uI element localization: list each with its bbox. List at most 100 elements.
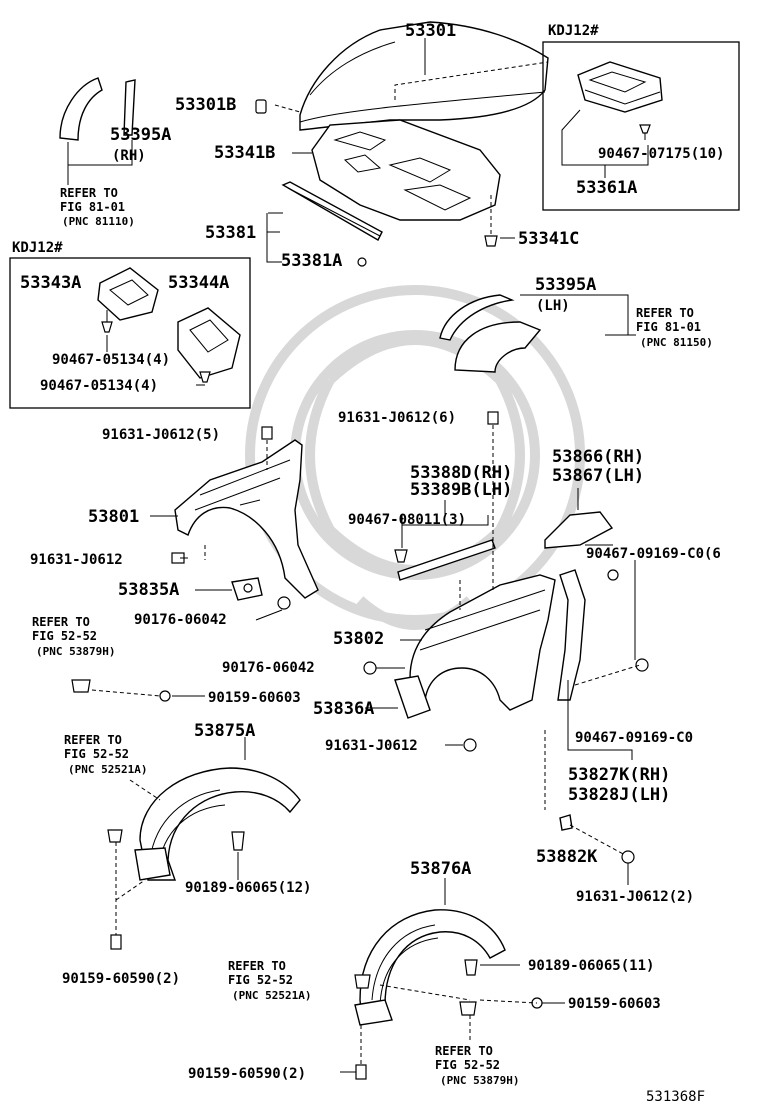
fig-52-52-a: FIG 52-52 [32, 629, 97, 643]
bolt-91631-j0612-b-icon[interactable] [463, 738, 477, 752]
label-90467-05134-a[interactable]: 90467-05134(4) [52, 352, 170, 368]
plate-53882k[interactable] [559, 814, 573, 831]
pnc-53879h-a: (PNC 53879H) [36, 645, 115, 658]
label-90159-60603-a[interactable]: 90159-60603 [208, 690, 301, 706]
label-53801[interactable]: 53801 [88, 507, 139, 527]
fig-81-01-b: FIG 81-01 [636, 320, 701, 334]
hood-53301[interactable] [299, 21, 549, 131]
clip-53341c-icon[interactable] [484, 235, 498, 247]
clip-ref-53879h-b-icon[interactable] [459, 1001, 477, 1016]
label-53341b[interactable]: 53341B [214, 143, 275, 163]
clip-53301b-icon[interactable] [255, 99, 267, 114]
label-90467-05134-b[interactable]: 90467-05134(4) [40, 378, 158, 394]
label-90159-60590-b[interactable]: 90159-60590(2) [188, 1066, 306, 1082]
label-91631-j0612-2[interactable]: 91631-J0612(2) [576, 889, 694, 905]
label-53836a[interactable]: 53836A [313, 699, 374, 719]
label-53827k[interactable]: 53827K(RH) [568, 765, 670, 785]
label-91631-j0612-b[interactable]: 91631-J0612 [325, 738, 418, 754]
figure-id: 531368F [646, 1089, 705, 1105]
clip-90467-08011-icon[interactable] [394, 549, 408, 563]
bolt-91631-j0612-6-icon[interactable] [487, 411, 499, 425]
label-91631-j0612-a[interactable]: 91631-J0612 [30, 552, 123, 568]
label-53341c[interactable]: 53341C [518, 229, 579, 249]
label-91631-j0612-6[interactable]: 91631-J0612(6) [338, 410, 456, 426]
bolt-91631-j0612-5-icon[interactable] [261, 426, 273, 440]
label-53344a[interactable]: 53344A [168, 273, 229, 293]
label-53395a-rh[interactable]: 53395A [110, 125, 171, 145]
screw-90467-05134-a-icon[interactable] [101, 321, 113, 333]
nut-90176-06042-a-icon[interactable] [277, 596, 291, 610]
kdj12-box-top-right [542, 41, 740, 211]
bolt-91631-j0612-2-icon[interactable] [621, 850, 635, 864]
label-53802[interactable]: 53802 [333, 629, 384, 649]
label-53875a[interactable]: 53875A [194, 721, 255, 741]
label-90467-08011[interactable]: 90467-08011(3) [348, 512, 466, 528]
label-53828j[interactable]: 53828J(LH) [568, 785, 670, 805]
label-90467-09169-6[interactable]: 90467-09169-C0(6 [586, 546, 721, 562]
bolt-90159-60590-b-icon[interactable] [355, 1064, 367, 1080]
label-53343a[interactable]: 53343A [20, 273, 81, 293]
pnc-53879h-b: (PNC 53879H) [440, 1074, 519, 1087]
fender-liner-53876a[interactable] [354, 909, 506, 1026]
pnc-52521a-b: (PNC 52521A) [232, 989, 311, 1002]
label-53882k[interactable]: 53882K [536, 847, 598, 867]
refer-to-52-52-d: REFER TO [435, 1044, 493, 1058]
label-53835a[interactable]: 53835A [118, 580, 179, 600]
bracket-53836a[interactable] [394, 675, 431, 719]
screw-90467-05134-b-icon[interactable] [199, 371, 211, 383]
label-90189-06065-11[interactable]: 90189-06065(11) [528, 958, 654, 974]
label-90159-60603-b[interactable]: 90159-60603 [568, 996, 661, 1012]
label-53361a[interactable]: 53361A [576, 178, 637, 198]
label-53389b[interactable]: 53389B(LH) [410, 480, 512, 500]
label-53388d[interactable]: 53388D(RH) [410, 463, 512, 483]
hood-insulator-53341b[interactable] [311, 119, 501, 221]
label-53876a[interactable]: 53876A [410, 859, 471, 879]
label-90467-09169[interactable]: 90467-09169-C0 [575, 730, 693, 746]
screw-90467-07175-icon[interactable] [639, 124, 651, 140]
label-53866[interactable]: 53866(RH) [552, 447, 644, 467]
clip-90189-06065-11-icon[interactable] [464, 959, 478, 976]
fender-53801[interactable] [174, 439, 319, 599]
label-90189-06065-12[interactable]: 90189-06065(12) [185, 880, 311, 896]
clip-90189-06065-12-icon[interactable] [231, 831, 245, 851]
label-91631-j0612-5[interactable]: 91631-J0612(5) [102, 427, 220, 443]
clip-90159-60603-a-icon[interactable] [159, 690, 171, 702]
bracket-53343a[interactable] [97, 267, 159, 321]
fender-liner-53875a[interactable] [134, 767, 301, 881]
label-90176-06042-a[interactable]: 90176-06042 [134, 612, 227, 628]
bolt-90159-60590-a-icon[interactable] [110, 934, 122, 950]
refer-to-52-52-b: REFER TO [64, 733, 122, 747]
nut-90176-06042-b-icon[interactable] [363, 661, 377, 675]
label-53395a-lh[interactable]: 53395A [535, 275, 596, 295]
clip-ref-52521a-a-icon[interactable] [107, 829, 123, 843]
label-lh: (LH) [536, 298, 570, 314]
label-53381a[interactable]: 53381A [281, 251, 342, 271]
fig-52-52-d: FIG 52-52 [435, 1058, 500, 1072]
clip-90467-09169-bottom-icon[interactable] [635, 658, 649, 672]
bracket-53866[interactable] [544, 511, 614, 549]
refer-to-52-52-a: REFER TO [32, 615, 90, 629]
bracket-53835a[interactable] [231, 577, 263, 601]
hood-seal-53381[interactable] [281, 181, 383, 241]
seal-53388d[interactable] [397, 539, 496, 581]
moulding-53395a-rh[interactable] [59, 77, 136, 141]
label-53867[interactable]: 53867(LH) [552, 466, 644, 486]
hood-scoop-53361a[interactable] [577, 61, 663, 113]
moulding-53395a-lh[interactable] [439, 294, 542, 373]
fender-53802[interactable] [409, 574, 556, 711]
clip-90467-09169-top-icon[interactable] [607, 569, 619, 581]
fig-81-01-a: FIG 81-01 [60, 200, 125, 214]
label-53381[interactable]: 53381 [205, 223, 256, 243]
clip-53381a-icon[interactable] [357, 257, 367, 267]
fig-52-52-b: FIG 52-52 [64, 747, 129, 761]
label-53301b[interactable]: 53301B [175, 95, 236, 115]
clip-ref-53879h-a-icon[interactable] [71, 679, 91, 693]
label-90467-07175[interactable]: 90467-07175(10) [598, 146, 724, 162]
kdj12-box-left [9, 257, 251, 409]
label-90176-06042-b[interactable]: 90176-06042 [222, 660, 315, 676]
label-53301[interactable]: 53301 [405, 21, 456, 41]
clip-ref-52521a-b-icon[interactable] [354, 974, 371, 989]
liner-seal-53827k[interactable] [557, 569, 586, 701]
label-90159-60590-a[interactable]: 90159-60590(2) [62, 971, 180, 987]
bracket-53344a[interactable] [177, 307, 241, 379]
